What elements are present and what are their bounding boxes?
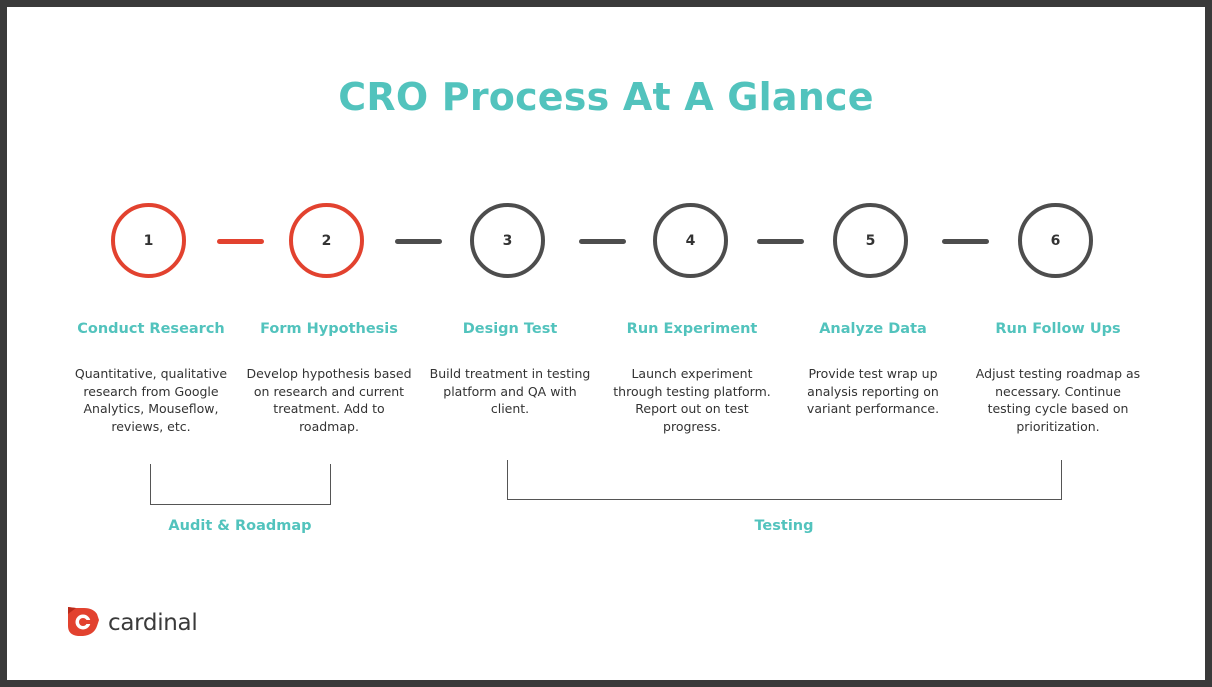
group-label-audit-roadmap: Audit & Roadmap (168, 518, 312, 534)
logo-text: cardinal (108, 610, 198, 636)
connector-3-4 (579, 239, 626, 244)
step-6-description: Adjust testing roadmap as necessary. Con… (975, 366, 1141, 434)
step-3-circle: 3 (470, 203, 545, 278)
step-1-circle: 1 (111, 203, 186, 278)
step-4-description: Launch experiment through testing platfo… (613, 366, 771, 434)
connector-2-3 (395, 239, 442, 244)
step-2-title: Form Hypothesis (260, 321, 398, 337)
step-3-description: Build treatment in testing platform and … (429, 366, 591, 416)
connector-1-2 (217, 239, 264, 244)
group-label-testing: Testing (754, 518, 814, 534)
slide: CRO Process At A Glance 1 2 3 4 5 6 Cond… (7, 7, 1205, 680)
cardinal-logo-icon (64, 604, 102, 642)
step-4-title: Run Experiment (626, 321, 758, 337)
step-5-description: Provide test wrap up analysis reporting … (806, 366, 940, 416)
connector-4-5 (757, 239, 804, 244)
step-3-title: Design Test (462, 321, 558, 337)
step-4-circle: 4 (653, 203, 728, 278)
step-2-circle: 2 (289, 203, 364, 278)
step-5-title: Analyze Data (819, 321, 927, 337)
testing-bracket (507, 460, 1062, 500)
step-5-circle: 5 (833, 203, 908, 278)
step-6-title: Run Follow Ups (995, 321, 1121, 337)
audit-roadmap-bracket (150, 464, 331, 505)
step-1-title: Conduct Research (77, 321, 225, 337)
step-1-description: Quantitative, qualitative research from … (74, 366, 228, 434)
cardinal-logo: cardinal (64, 604, 198, 642)
step-6-circle: 6 (1018, 203, 1093, 278)
page-title: CRO Process At A Glance (338, 75, 874, 119)
step-2-description: Develop hypothesis based on research and… (246, 366, 412, 434)
connector-5-6 (942, 239, 989, 244)
